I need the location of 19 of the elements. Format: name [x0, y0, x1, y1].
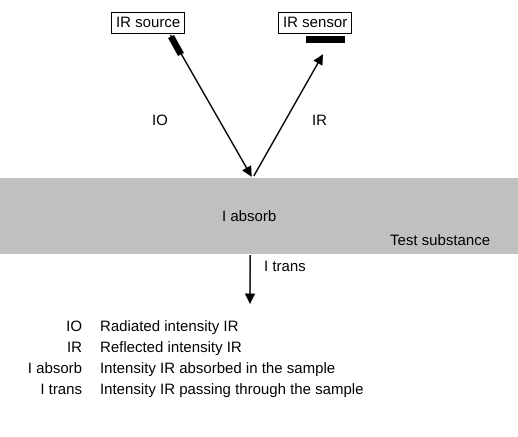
sensor-box: IR sensor [278, 12, 352, 34]
key-symbol: I absorb [28, 360, 82, 378]
edge-label: IO [152, 112, 168, 130]
arrow [253, 54, 324, 176]
source-box: IR source [111, 12, 186, 34]
arrow [244, 255, 256, 304]
key-symbol: I trans [40, 381, 82, 399]
key-symbol: IO [66, 318, 82, 336]
arrow [170, 34, 252, 177]
key-symbol: IR [67, 339, 82, 357]
key-description: Radiated intensity IR [100, 318, 238, 336]
layer-label: I absorb [222, 208, 276, 226]
substance-layer [0, 178, 518, 254]
layer-label: Test substance [390, 232, 490, 250]
key-description: Reflected intensity IR [100, 339, 242, 357]
key-description: Intensity IR passing through the sample [100, 381, 364, 399]
edge-label: IR [312, 112, 327, 130]
key-description: Intensity IR absorbed in the sample [100, 360, 336, 378]
edge-label: I trans [264, 258, 306, 276]
